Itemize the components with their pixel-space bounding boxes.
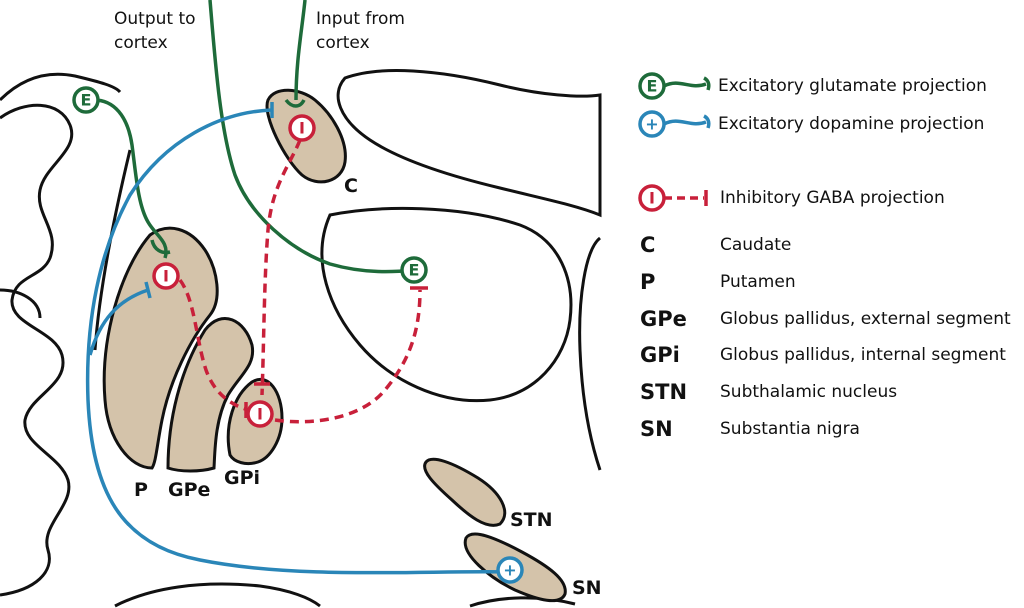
lateral-ventricle-outline bbox=[336, 69, 602, 218]
dopamine-path-branch-putamen bbox=[88, 288, 149, 356]
gaba-symbol-label: I bbox=[163, 267, 169, 286]
nuclei bbox=[102, 88, 567, 603]
legend-name-sn: Substantia nigra bbox=[720, 419, 860, 439]
thalamus-outline bbox=[320, 206, 573, 403]
input-caption-line2: cortex bbox=[316, 33, 370, 53]
legend: E Excitatory glutamate projection + Exci… bbox=[638, 72, 1011, 441]
lower-outline bbox=[114, 582, 321, 608]
legend-abbr-gpi: GPi bbox=[640, 343, 680, 367]
gaba-path-putamen-to-gpi bbox=[178, 278, 249, 412]
legend-gaba-symbol: I bbox=[649, 189, 655, 208]
legend-name-p: Putamen bbox=[720, 272, 796, 292]
legend-dopamine: + Excitatory dopamine projection bbox=[638, 110, 984, 138]
gpi-label: GPi bbox=[224, 467, 260, 489]
dopamine-path-sn-to-caudate bbox=[85, 108, 509, 575]
legend-abbr-p: P bbox=[640, 270, 655, 294]
glutamate-terminals bbox=[150, 98, 306, 255]
output-caption-line2: cortex bbox=[114, 33, 168, 53]
putamen-shape bbox=[102, 226, 219, 470]
cortex-outline-upper bbox=[0, 72, 122, 102]
legend-dopamine-symbol: + bbox=[645, 115, 658, 134]
putamen-label: P bbox=[134, 479, 148, 501]
legend-abbr-gpe: GPe bbox=[640, 307, 687, 331]
gpe-label: GPe bbox=[168, 479, 210, 501]
glutamate-path-thalamus-to-cortex bbox=[208, 0, 415, 274]
gaba-symbol-caudate: I bbox=[288, 114, 316, 142]
legend-name-gpi: Globus pallidus, internal segment bbox=[720, 345, 1006, 365]
legend-abbr-sn: SN bbox=[640, 417, 673, 441]
cortex-gyrus-outline bbox=[0, 103, 74, 597]
gaba-projections bbox=[178, 139, 422, 424]
legend-gaba: I Inhibitory GABA projection bbox=[638, 184, 945, 212]
gaba-path-caudate-to-gpi bbox=[260, 139, 302, 396]
glutamate-symbol-label: E bbox=[409, 261, 420, 280]
caudate-label: C bbox=[344, 175, 358, 197]
gaba-symbol-putamen: I bbox=[152, 262, 180, 290]
stn-label: STN bbox=[510, 509, 553, 531]
brain-outlines bbox=[0, 69, 602, 608]
legend-glutamate: E Excitatory glutamate projection bbox=[638, 72, 987, 100]
gaba-path-gpi-to-thalamus bbox=[274, 289, 422, 424]
dopamine-symbol-label: + bbox=[503, 561, 516, 580]
glutamate-symbol-label: E bbox=[81, 91, 92, 110]
gaba-symbol-gpi: I bbox=[246, 400, 274, 428]
gaba-terminals bbox=[244, 286, 428, 418]
legend-abbr-stn: STN bbox=[640, 380, 687, 404]
legend-gaba-label: Inhibitory GABA projection bbox=[720, 188, 945, 208]
stn-shape bbox=[423, 457, 507, 527]
legend-glutamate-label: Excitatory glutamate projection bbox=[718, 76, 987, 96]
legend-name-c: Caudate bbox=[720, 235, 791, 255]
cortex-gyrus-inner-outline bbox=[0, 288, 42, 319]
input-caption-line1: Input from bbox=[316, 9, 405, 29]
glutamate-path-cortex-to-caudate bbox=[294, 0, 307, 101]
legend-dopamine-label: Excitatory dopamine projection bbox=[718, 114, 984, 134]
legend-glutamate-symbol: E bbox=[647, 77, 658, 96]
output-caption-line1: Output to bbox=[114, 9, 196, 29]
lower-right-outline bbox=[469, 596, 576, 608]
legend-name-gpe: Globus pallidus, external segment bbox=[720, 309, 1011, 329]
gaba-symbol-label: I bbox=[299, 119, 305, 138]
glutamate-terminal-caudate bbox=[284, 98, 306, 108]
neuron-symbols: E E I I I + bbox=[72, 86, 524, 584]
midline-outline bbox=[578, 236, 602, 471]
sn-label: SN bbox=[572, 577, 602, 599]
glutamate-symbol-thalamus: E bbox=[400, 256, 428, 284]
glutamate-symbol-cortex: E bbox=[72, 86, 100, 114]
legend-name-stn: Subthalamic nucleus bbox=[720, 382, 897, 402]
legend-abbr-c: C bbox=[640, 233, 655, 257]
gaba-symbol-label: I bbox=[257, 405, 263, 424]
gpe-shape bbox=[166, 317, 255, 473]
glutamate-terminal-putamen bbox=[150, 239, 171, 255]
dopamine-symbol-sn: + bbox=[496, 556, 524, 584]
dopamine-projections bbox=[85, 102, 509, 575]
dopamine-terminal-putamen bbox=[144, 281, 152, 299]
